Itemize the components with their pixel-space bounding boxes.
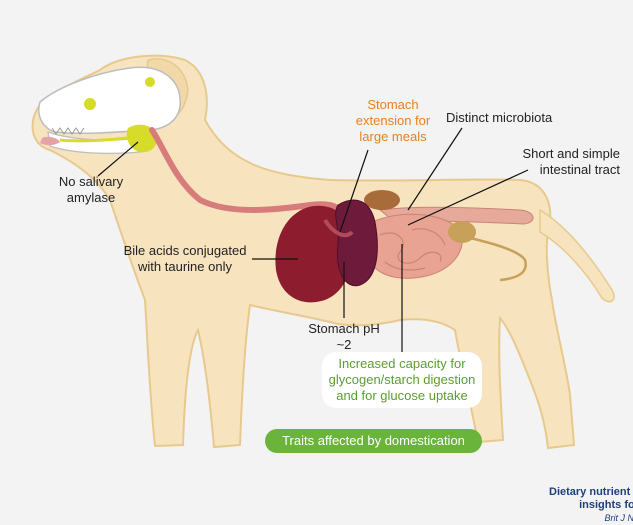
legend-domestication: Traits affected by domestication bbox=[265, 429, 482, 453]
label-stomach-extension: Stomach extension for large meals bbox=[355, 97, 431, 144]
leader-salivary bbox=[97, 141, 139, 177]
label-stomach-ph: Stomach pH ~2 bbox=[308, 321, 380, 352]
salivary-gland-small bbox=[145, 77, 155, 87]
label-distinct-microbiota: Distinct microbiota bbox=[446, 110, 553, 125]
salivary-duct bbox=[59, 136, 129, 143]
kidney bbox=[364, 190, 400, 210]
leader-short-tract bbox=[407, 169, 529, 226]
skull bbox=[38, 66, 181, 135]
citation-line-1: Dietary nutrient p bbox=[549, 486, 633, 498]
leader-microbiota bbox=[407, 127, 463, 211]
label-no-salivary-amylase: No salivary amylase bbox=[58, 174, 124, 205]
label-bile-acids: Bile acids conjugated with taurine only bbox=[123, 243, 247, 274]
stomach-inner bbox=[323, 218, 354, 238]
stomach bbox=[335, 199, 378, 287]
leader-stomach-extension bbox=[339, 149, 369, 233]
citation: Dietary nutrient p insights for Brit J N… bbox=[549, 486, 633, 525]
salivary-gland-small bbox=[84, 98, 96, 110]
label-glycogen-starch: Increased capacity for glycogen/starch d… bbox=[322, 352, 482, 408]
esophagus bbox=[149, 127, 343, 213]
urethra bbox=[469, 236, 527, 282]
skull-teeth bbox=[51, 127, 85, 135]
dog-tail bbox=[539, 208, 615, 303]
intestine-coils bbox=[379, 228, 446, 271]
citation-line-3: Brit J Nu bbox=[604, 513, 633, 523]
citation-line-2: insights for bbox=[579, 499, 633, 511]
bladder bbox=[448, 221, 476, 243]
tongue bbox=[40, 136, 60, 146]
label-short-intestinal-tract: Short and simple intestinal tract bbox=[522, 146, 620, 177]
